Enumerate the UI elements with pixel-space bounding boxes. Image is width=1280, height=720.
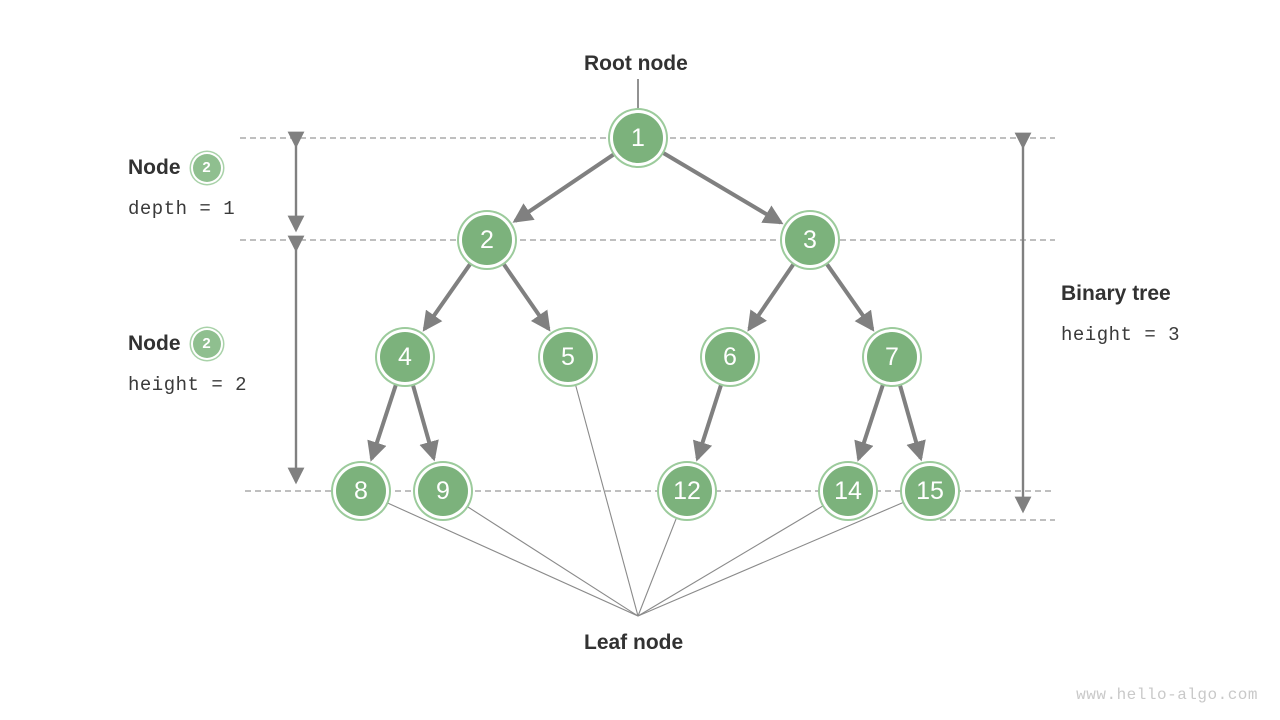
tree-node-3[interactable]: 3 bbox=[785, 215, 835, 265]
tree-node-value: 4 bbox=[398, 342, 412, 371]
tree-node-4[interactable]: 4 bbox=[380, 332, 430, 382]
node-height-annotation: Node 2 height = 2 bbox=[128, 330, 247, 396]
tree-edge bbox=[422, 261, 473, 332]
tree-node-1[interactable]: 1 bbox=[613, 113, 663, 163]
tree-height-title: Binary tree bbox=[1061, 282, 1171, 305]
tree-node-value: 2 bbox=[480, 225, 494, 254]
tree-node-5[interactable]: 5 bbox=[543, 332, 593, 382]
tree-edge bbox=[410, 383, 439, 462]
leaf-node-label: Leaf node bbox=[584, 631, 684, 654]
guide-lines bbox=[240, 137, 1055, 521]
tree-edge bbox=[693, 383, 724, 462]
node-depth-title-text: Node bbox=[128, 156, 181, 179]
node-depth-annotation: Node 2 depth = 1 bbox=[128, 154, 235, 220]
tree-edge bbox=[747, 261, 796, 332]
tree-node-value: 7 bbox=[885, 342, 899, 371]
leaf-leader-line bbox=[637, 516, 678, 617]
tree-node-8[interactable]: 8 bbox=[336, 466, 386, 516]
node-height-title: Node 2 bbox=[128, 330, 247, 359]
tree-node-value: 8 bbox=[354, 476, 368, 505]
tree-node-9[interactable]: 9 bbox=[418, 466, 468, 516]
tree-node-value: 3 bbox=[803, 225, 817, 254]
tree-edge bbox=[854, 382, 886, 462]
tree-node-value: 5 bbox=[561, 342, 575, 371]
tree-height-metric: height = 3 bbox=[1061, 324, 1181, 346]
leaf-leader-line bbox=[637, 501, 905, 617]
tree-node-14[interactable]: 14 bbox=[823, 466, 873, 516]
tree-height-annotation: Binary tree height = 3 bbox=[1061, 280, 1180, 346]
tree-node-value: 1 bbox=[631, 123, 645, 152]
node-height-badge: 2 bbox=[192, 330, 221, 359]
node-depth-title: Node 2 bbox=[128, 154, 235, 183]
leaf-leader-line bbox=[466, 505, 639, 617]
tree-node-7[interactable]: 7 bbox=[867, 332, 917, 382]
tree-node-value: 15 bbox=[916, 476, 944, 505]
leaf-leader-line bbox=[574, 383, 639, 617]
measure-arrows bbox=[287, 131, 1032, 514]
watermark: www.hello-algo.com bbox=[1076, 686, 1258, 704]
leaf-leader-lines bbox=[386, 383, 905, 617]
tree-edge bbox=[501, 261, 551, 332]
root-node-label: Root node bbox=[584, 52, 688, 75]
tree-node-value: 14 bbox=[834, 476, 862, 505]
tree-node-12[interactable]: 12 bbox=[662, 466, 712, 516]
tree-edge bbox=[367, 382, 399, 462]
node-depth-badge: 2 bbox=[192, 154, 221, 183]
tree-node-2[interactable]: 2 bbox=[462, 215, 512, 265]
leaf-leader-line bbox=[386, 502, 639, 617]
node-depth-metric: depth = 1 bbox=[128, 198, 236, 221]
tree-node-value: 12 bbox=[673, 476, 701, 505]
leaf-leader-line bbox=[637, 504, 825, 617]
tree-node-15[interactable]: 15 bbox=[905, 466, 955, 516]
node-height-metric: height = 2 bbox=[128, 374, 248, 397]
tree-edge bbox=[661, 150, 784, 225]
tree-edge bbox=[512, 152, 616, 223]
tree-edge bbox=[897, 383, 926, 462]
tree-edge bbox=[824, 261, 875, 332]
node-height-title-text: Node bbox=[128, 332, 181, 355]
tree-node-value: 9 bbox=[436, 476, 450, 505]
tree-node-6[interactable]: 6 bbox=[705, 332, 755, 382]
tree-edges bbox=[367, 150, 926, 462]
tree-node-value: 6 bbox=[723, 342, 737, 371]
